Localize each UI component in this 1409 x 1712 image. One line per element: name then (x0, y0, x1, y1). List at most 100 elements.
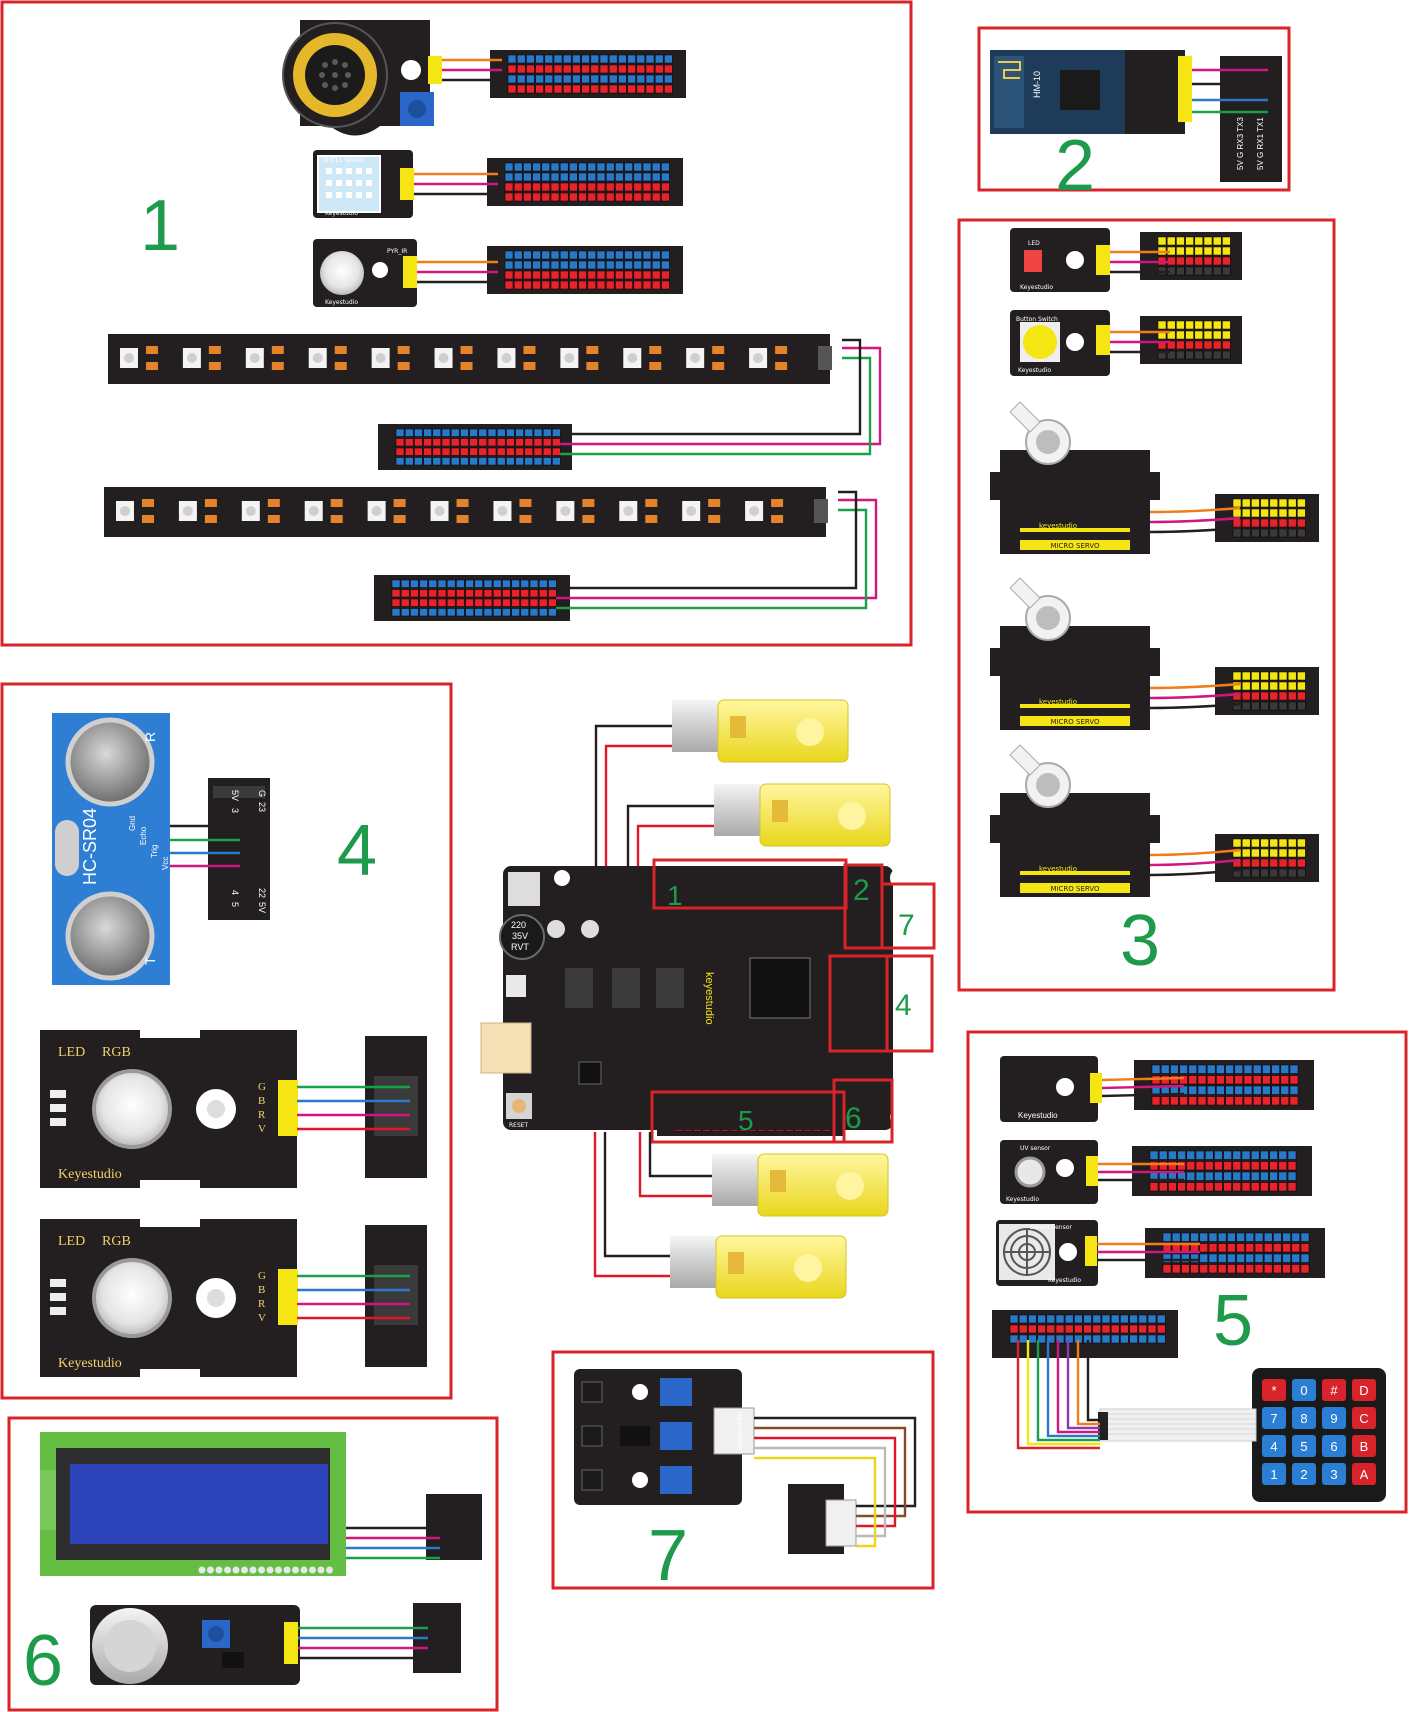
wire (754, 1456, 877, 1548)
rgb-led-lens (92, 1258, 172, 1338)
ultra-header-3: 3 (230, 808, 240, 813)
wire (593, 1132, 670, 1278)
led-module-5-brand: Keyestudio (1018, 1111, 1058, 1120)
keypad-key-label: A (1360, 1467, 1369, 1482)
ultrasonic-transducer-r (65, 717, 155, 807)
keypad-key-label: 8 (1300, 1411, 1307, 1426)
header-strip-servo2 (1215, 667, 1319, 715)
pir-label: PYR_IR (387, 248, 407, 255)
ultra-header-23: 23 (257, 802, 267, 812)
rgb-pin-R: R (258, 1298, 266, 1310)
rgb-led-label: LED (58, 1045, 85, 1060)
wire (1026, 1340, 1100, 1446)
wire (1149, 506, 1241, 514)
dc-motors (670, 699, 891, 1299)
keypad-key (1322, 1379, 1346, 1401)
wire (603, 1132, 670, 1258)
header-strip-dht11 (487, 158, 683, 206)
keypad-key (1352, 1435, 1376, 1457)
button-module: Button Switch Keyestudio (1010, 310, 1110, 376)
keypad-key-label: 9 (1330, 1411, 1337, 1426)
ultrasonic-pin-trig: Trig (150, 845, 159, 858)
keypad-key-label: 3 (1330, 1467, 1337, 1482)
header-strip-5b (1132, 1146, 1312, 1196)
rgb-pin-V: V (258, 1123, 266, 1135)
board-zone-labels: 1 2 7 4 5 6 (667, 874, 915, 1136)
board-zone-6 (832, 1078, 894, 1144)
keypad-key-label: 2 (1300, 1467, 1307, 1482)
section-number-2: 2 (1055, 126, 1095, 206)
board-zone-label-5: 5 (738, 1105, 754, 1136)
keypad-key (1322, 1407, 1346, 1429)
led-module: LED Keyestudio (1010, 228, 1110, 292)
keypad-key-label: 0 (1300, 1383, 1307, 1398)
section-number-5: 5 (1213, 1281, 1253, 1361)
ultrasonic-r: R (142, 732, 158, 742)
ultra-header-5: 5 (230, 902, 240, 907)
led-module-label: LED (1028, 240, 1040, 247)
sound-sensor-module (90, 1603, 461, 1685)
section5-modules: Keyestudio UV sensor Keyestudio Steam Se… (996, 1056, 1386, 1502)
speaker-module (282, 20, 442, 136)
board-zone-4b (885, 954, 934, 1053)
electrolytic-capacitor (499, 914, 545, 960)
bluetooth-module: HM-10 5V G RX1 TX1 5V G RX3 TX3 (990, 50, 1282, 182)
controller-board: RESET 220 35V RVT keyestudio (480, 866, 912, 1130)
header-strip-keypad (992, 1310, 1178, 1358)
keypad-key (1352, 1463, 1376, 1485)
rgb-brand: Keyestudio (58, 1167, 122, 1182)
wire (1016, 1340, 1100, 1450)
wire (1101, 1076, 1185, 1082)
section-number-7: 7 (648, 1516, 688, 1596)
led-module-brand: Keyestudio (1020, 284, 1053, 291)
board-zone-label-2: 2 (853, 874, 870, 907)
rgb-brand: Keyestudio (58, 1356, 122, 1371)
frame-5 (966, 1030, 1408, 1514)
wire (1149, 848, 1241, 857)
keypad-key-label: C (1359, 1411, 1368, 1426)
ultrasonic-t: T (142, 956, 158, 965)
wire (638, 1132, 712, 1198)
uv-label: UV sensor (1020, 1145, 1051, 1152)
dht11-label: DHT11 Sensor (322, 157, 365, 164)
steam-label: Steam Sensor (1030, 1224, 1072, 1231)
cap-label-2: 35V (512, 931, 528, 941)
keypad-key (1352, 1379, 1376, 1401)
usb-port (480, 1022, 532, 1074)
keypad-key (1292, 1407, 1316, 1429)
keypad-key (1262, 1407, 1286, 1429)
wire (1101, 1084, 1185, 1090)
frame-4 (0, 682, 453, 1400)
wire (1056, 1340, 1100, 1434)
dc-motor-3 (712, 1153, 889, 1217)
button-module-label: Button Switch (1016, 316, 1058, 323)
cap-label-1: 220 (511, 920, 526, 930)
ultrasonic-header: G 23 5V 3 22 5V 4 5 (208, 778, 270, 920)
cap-label-3: RVT (511, 942, 529, 952)
servo-name: MICRO SERVO (1050, 542, 1100, 550)
rgb-label: RGB (102, 1045, 131, 1060)
steam-brand: Keyestudio (1048, 1277, 1081, 1284)
servo-name: MICRO SERVO (1050, 718, 1100, 726)
keypad-key-label: D (1359, 1383, 1368, 1398)
lcd-module (40, 1432, 482, 1576)
ultra-header-4: 4 (230, 890, 240, 895)
board-zones (650, 858, 936, 1144)
ultra-header-22: 22 (257, 888, 267, 898)
lcd-pins (198, 1566, 333, 1574)
wire (754, 1426, 907, 1518)
button-module-brand: Keyestudio (1018, 367, 1051, 374)
wire (1149, 858, 1241, 867)
header-strip-speaker (490, 50, 686, 98)
header-strip-5a (1134, 1060, 1314, 1110)
keypad-key (1322, 1463, 1346, 1485)
frame-3 (957, 218, 1336, 992)
wires (170, 58, 1268, 1660)
uv-sensor-module: UV sensor Keyestudio (1000, 1140, 1098, 1204)
servo-name: MICRO SERVO (1050, 885, 1100, 893)
keypad-key (1262, 1379, 1286, 1401)
